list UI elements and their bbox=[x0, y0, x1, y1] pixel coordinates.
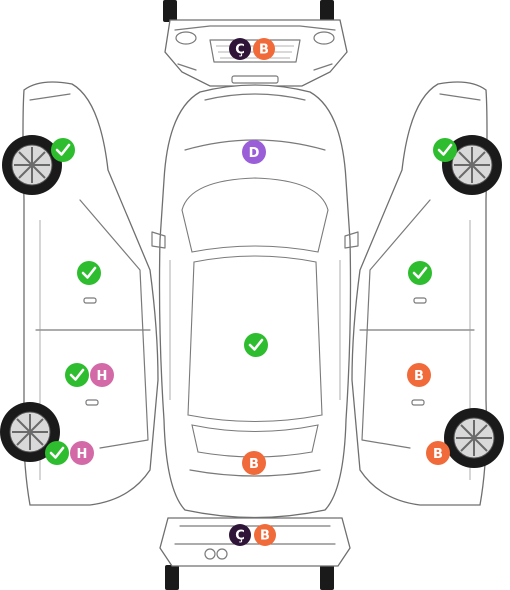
marker-label: B bbox=[249, 457, 259, 472]
marker-circle bbox=[242, 140, 266, 164]
marker-label: D bbox=[249, 146, 260, 161]
marker-trunk-b[interactable]: B bbox=[242, 451, 266, 475]
marker-rear-bumper-b[interactable]: B bbox=[254, 524, 276, 546]
marker-circle bbox=[408, 261, 432, 285]
marker-right-rear-door-b[interactable]: B bbox=[407, 363, 431, 387]
marker-circle bbox=[253, 38, 275, 60]
marker-circle bbox=[77, 261, 101, 285]
check-icon bbox=[55, 143, 71, 156]
marker-circle bbox=[433, 138, 457, 162]
rear-right-tire bbox=[320, 565, 334, 590]
marker-label: B bbox=[259, 43, 269, 58]
marker-left-rear-fender-ok[interactable] bbox=[45, 441, 69, 465]
car-right-side-view bbox=[351, 81, 504, 506]
marker-circle bbox=[242, 451, 266, 475]
marker-left-front-door-ok[interactable] bbox=[77, 261, 101, 285]
left-side-body bbox=[22, 81, 159, 506]
check-icon bbox=[248, 338, 264, 351]
marker-left-front-fender-ok[interactable] bbox=[51, 138, 75, 162]
marker-circle bbox=[70, 441, 94, 465]
marker-label: Ç bbox=[235, 43, 245, 58]
marker-right-front-door-ok[interactable] bbox=[408, 261, 432, 285]
marker-rear-bumper-c[interactable]: Ç bbox=[229, 524, 251, 546]
check-icon bbox=[49, 446, 65, 459]
check-icon bbox=[69, 368, 85, 381]
front-left-tire bbox=[163, 0, 177, 22]
marker-circle bbox=[51, 138, 75, 162]
marker-label: Ç bbox=[235, 529, 245, 544]
marker-circle bbox=[45, 441, 69, 465]
marker-label: B bbox=[414, 369, 424, 384]
marker-roof-ok[interactable] bbox=[244, 333, 268, 357]
marker-circle bbox=[407, 363, 431, 387]
marker-circle bbox=[65, 363, 89, 387]
marker-left-rear-door-ok[interactable] bbox=[65, 363, 89, 387]
marker-circle bbox=[426, 441, 450, 465]
marker-left-rear-door-h[interactable]: H bbox=[90, 363, 114, 387]
check-icon bbox=[81, 266, 97, 279]
marker-hood-d[interactable]: D bbox=[242, 140, 266, 164]
marker-circle bbox=[229, 524, 251, 546]
marker-front-bumper-c[interactable]: Ç bbox=[229, 38, 251, 60]
marker-label: H bbox=[77, 447, 88, 462]
check-icon bbox=[412, 266, 428, 279]
marker-label: B bbox=[260, 529, 270, 544]
marker-circle bbox=[90, 363, 114, 387]
rear-window bbox=[191, 424, 319, 458]
marker-right-rear-fender-b[interactable]: B bbox=[426, 441, 450, 465]
marker-circle bbox=[229, 38, 251, 60]
rear-bumper-view bbox=[159, 517, 351, 590]
front-right-tire bbox=[320, 0, 334, 22]
marker-label: H bbox=[97, 369, 108, 384]
marker-circle bbox=[254, 524, 276, 546]
marker-front-bumper-b[interactable]: B bbox=[253, 38, 275, 60]
check-icon bbox=[437, 143, 453, 156]
marker-circle bbox=[244, 333, 268, 357]
rear-left-tire bbox=[165, 565, 179, 590]
marker-right-front-fender-ok[interactable] bbox=[433, 138, 457, 162]
left-mirror bbox=[151, 231, 166, 249]
marker-left-rear-fender-h[interactable]: H bbox=[70, 441, 94, 465]
car-left-side-view bbox=[0, 81, 159, 506]
windshield bbox=[181, 177, 329, 253]
rear-bumper-body bbox=[159, 517, 351, 567]
markers-layer: Ç B D B Ç B bbox=[45, 38, 457, 546]
right-mirror bbox=[344, 231, 359, 249]
marker-label: B bbox=[433, 447, 443, 462]
